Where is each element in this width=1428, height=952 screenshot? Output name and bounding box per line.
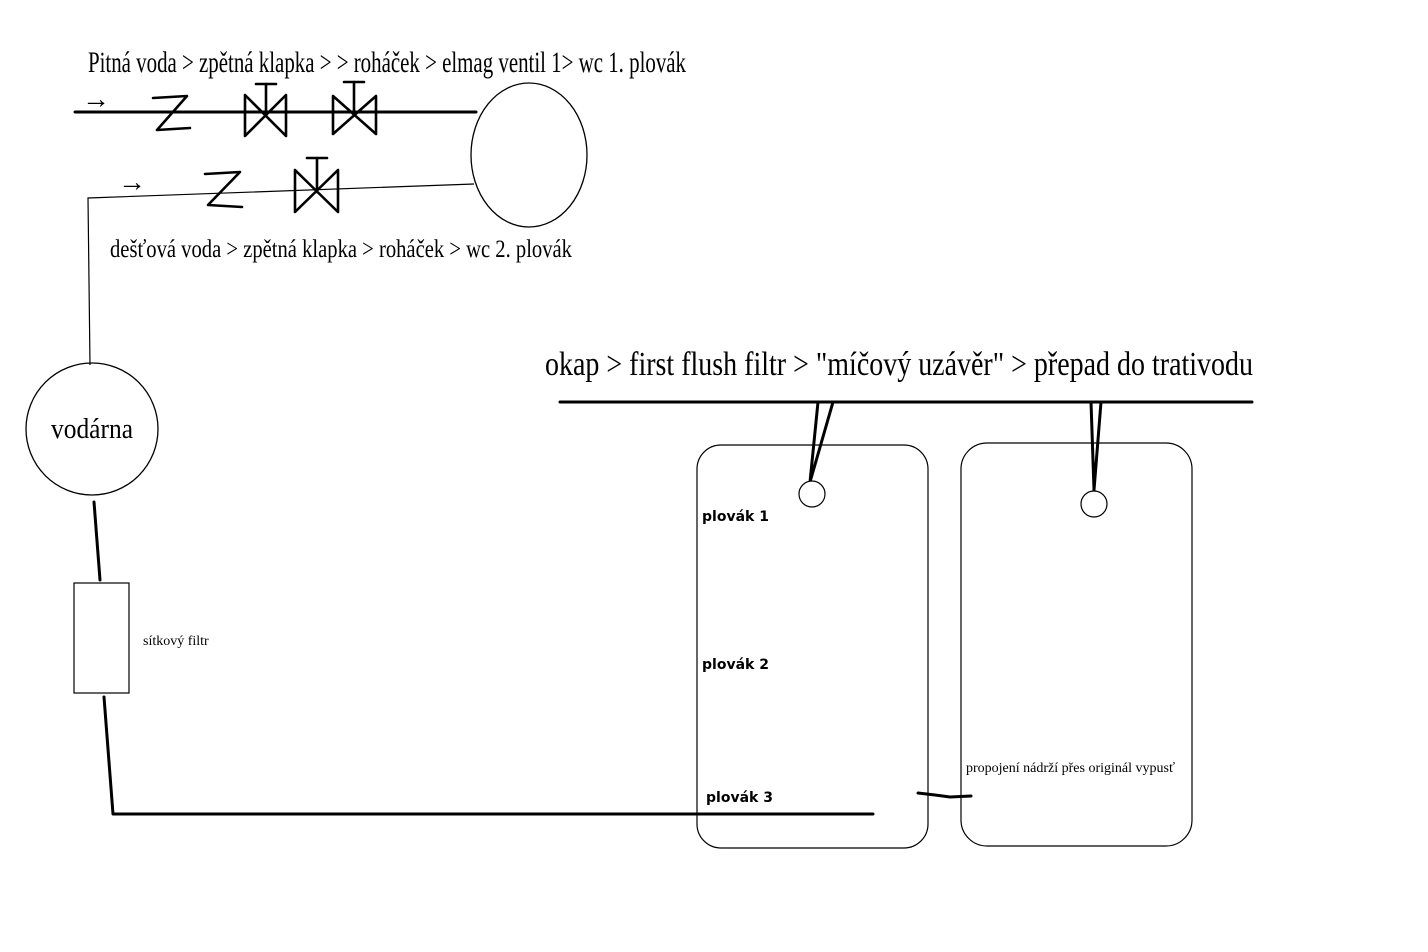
rain-water-pipe xyxy=(87,183,475,366)
float-1-label: plovák 1 xyxy=(702,509,769,525)
downpipe-tank-2 xyxy=(1089,400,1103,492)
tank-link-pipe xyxy=(916,791,973,799)
check-valve-icon xyxy=(203,170,244,209)
tank-link-label: propojení nádrží přes originál vypusť xyxy=(966,761,1175,776)
mesh-filter xyxy=(73,582,130,694)
pump-station-label: vodárna xyxy=(51,414,134,445)
solenoid-valve-icon xyxy=(331,80,378,136)
float-3-label: plovák 3 xyxy=(706,790,773,806)
rain-tank-2 xyxy=(960,442,1193,847)
flow-arrow-icon: → xyxy=(82,84,110,115)
angle-valve-icon xyxy=(293,156,340,214)
pump-filter-pipe xyxy=(92,500,102,582)
angle-valve-icon xyxy=(243,82,288,138)
potable-water-flow-label: Pitná voda > zpětná klapka > > roháček >… xyxy=(88,46,686,79)
flow-arrow-icon: → xyxy=(118,167,146,198)
mesh-filter-label: sítkový filtr xyxy=(143,634,209,649)
roof-flow-label: okap > first flush filtr > "míčový uzávě… xyxy=(545,346,1253,383)
pump-station xyxy=(25,362,159,496)
rain-water-flow-label: dešťová voda > zpětná klapka > roháček >… xyxy=(110,236,572,263)
ball-valve-icon xyxy=(1080,490,1108,518)
rain-tank-1 xyxy=(696,444,929,849)
float-2-label: plovák 2 xyxy=(702,657,769,673)
suction-pipe xyxy=(102,695,875,816)
downpipe-tank-1 xyxy=(808,400,835,484)
ball-valve-icon xyxy=(798,480,826,508)
wc-cistern xyxy=(470,82,588,228)
check-valve-icon xyxy=(151,94,192,132)
